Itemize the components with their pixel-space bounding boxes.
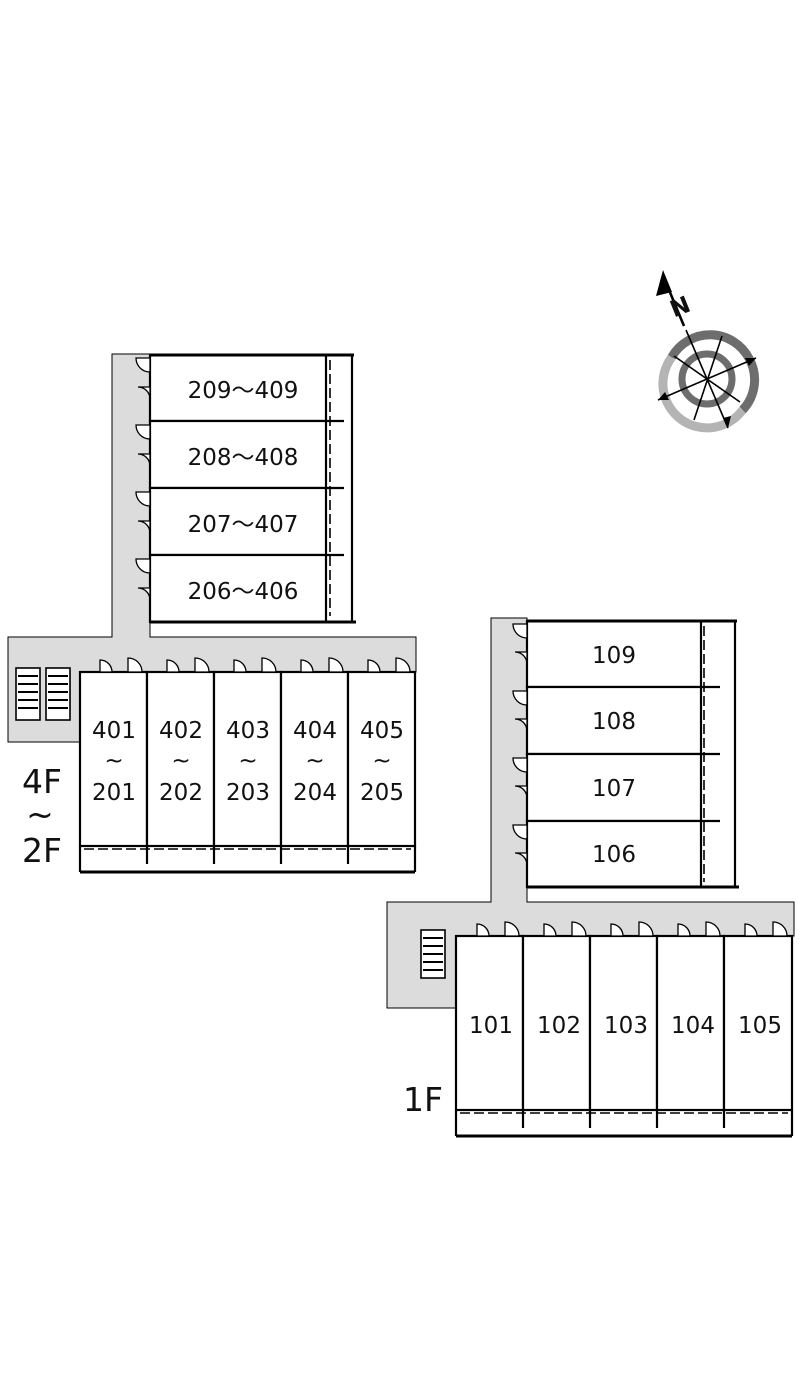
unit-402-202 xyxy=(145,670,216,848)
upper-stairs xyxy=(15,667,71,721)
unit-label-104: 104 xyxy=(671,1013,715,1039)
unit-label-105: 105 xyxy=(738,1013,782,1039)
unit-108 xyxy=(525,685,703,756)
unit-label-205: 205 xyxy=(360,780,404,806)
unit-404-204 xyxy=(279,670,350,848)
unit-label-103: 103 xyxy=(604,1013,648,1039)
unit-label-101: 101 xyxy=(469,1013,513,1039)
unit-label-102: 102 xyxy=(537,1013,581,1039)
compass-arrowheads-icon xyxy=(658,358,756,428)
lower-column-balcony xyxy=(454,1110,794,1138)
unit-403-203 xyxy=(212,670,283,848)
upper-column-doors xyxy=(99,657,411,673)
unit-label-tilde-3: ~ xyxy=(238,748,257,774)
unit-label-201: 201 xyxy=(92,780,136,806)
floor-label-tilde: ~ xyxy=(26,795,54,834)
unit-label-208-408: 208～408 xyxy=(188,445,299,471)
floor-label-2f: 2F xyxy=(22,831,62,870)
unit-label-403: 403 xyxy=(226,718,270,744)
lower-column-doors xyxy=(476,921,788,937)
unit-label-207-407: 207～407 xyxy=(188,512,299,538)
unit-label-405: 405 xyxy=(360,718,404,744)
compass-north-label: N xyxy=(667,292,695,323)
unit-label-206-406: 206～406 xyxy=(188,579,299,605)
unit-label-109: 109 xyxy=(592,643,636,669)
floor-label-4f: 4F xyxy=(22,762,62,801)
lower-row-doors xyxy=(512,623,528,866)
unit-label-203: 203 xyxy=(226,780,270,806)
lower-building: 109 108 107 106 xyxy=(386,617,795,1138)
compass-lines-icon xyxy=(657,329,757,429)
unit-401-201 xyxy=(78,670,149,848)
unit-label-202: 202 xyxy=(159,780,203,806)
lower-row-balcony xyxy=(527,619,739,889)
upper-building: 209～409 208～408 207～407 206～406 xyxy=(7,353,417,874)
upper-column-balcony xyxy=(78,846,417,874)
lower-stairs xyxy=(420,929,446,979)
compass: N xyxy=(656,270,760,433)
unit-label-tilde-2: ~ xyxy=(171,748,190,774)
unit-label-204: 204 xyxy=(293,780,337,806)
unit-105 xyxy=(722,934,794,1112)
unit-label-401: 401 xyxy=(92,718,136,744)
upper-row-doors xyxy=(135,357,151,601)
unit-207-407 xyxy=(148,486,328,557)
unit-label-209-409: 209～409 xyxy=(188,378,299,404)
unit-label-404: 404 xyxy=(293,718,337,744)
unit-label-107: 107 xyxy=(592,776,636,802)
unit-label-tilde-1: ~ xyxy=(104,748,123,774)
compass-rings-icon xyxy=(658,330,760,433)
upper-row-balcony xyxy=(150,353,356,624)
unit-label-108: 108 xyxy=(592,709,636,735)
unit-101 xyxy=(454,934,525,1112)
unit-label-106: 106 xyxy=(592,842,636,868)
north-arrow-icon xyxy=(656,270,686,327)
unit-label-tilde-5: ~ xyxy=(372,748,391,774)
floor-label-1f: 1F xyxy=(403,1080,443,1119)
unit-label-tilde-4: ~ xyxy=(305,748,324,774)
unit-label-402: 402 xyxy=(159,718,203,744)
unit-104 xyxy=(655,934,726,1112)
unit-405-205 xyxy=(346,670,417,848)
